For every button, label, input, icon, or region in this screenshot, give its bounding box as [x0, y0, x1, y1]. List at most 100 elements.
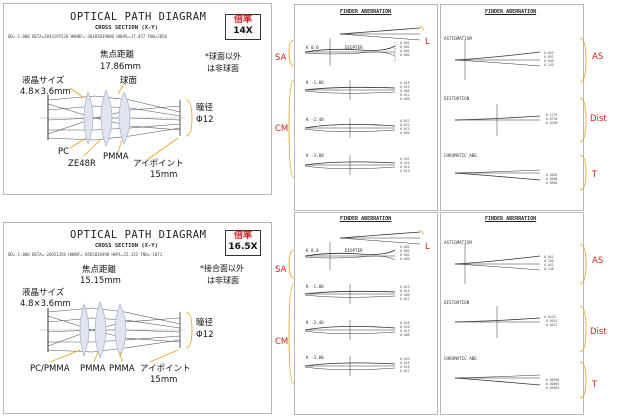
bottom-distortion-label: DISTORTION [444, 300, 470, 305]
bottom-sa-label: SA [275, 265, 287, 275]
svg-text:0.028: 0.028 [400, 321, 410, 325]
top-cm-plots [304, 80, 396, 175]
bottom-cm2-k-label: K -2.40 [306, 320, 324, 325]
svg-text:-0.1270: -0.1270 [544, 113, 558, 117]
svg-text:0.015: 0.015 [400, 85, 410, 89]
top-diagram-title: OPTICAL PATH DIAGRAM [70, 11, 207, 23]
svg-text:-0.0004: -0.0004 [544, 181, 558, 185]
bottom-cm-label: CM [275, 337, 289, 347]
top-aberration-right-panel [440, 4, 584, 211]
bottom-astigmatism-label: ASTIGMATISM [444, 240, 472, 245]
svg-text:0.019: 0.019 [400, 285, 410, 289]
svg-text:0.024: 0.024 [400, 161, 410, 165]
svg-text:0.010: 0.010 [400, 169, 410, 173]
bottom-material-pmma-2: PMMA [109, 364, 135, 374]
top-l-label: L [425, 37, 430, 47]
bottom-eyepoint-value: 15mm [150, 375, 178, 385]
bottom-eyepoint-label: アイポイント [140, 364, 191, 374]
svg-text:0.013: 0.013 [400, 329, 410, 333]
svg-text:0.018: 0.018 [400, 81, 410, 85]
top-orange-pointers [69, 83, 193, 161]
svg-text:0.148: 0.148 [544, 267, 554, 271]
top-magnification-value: 14X [233, 26, 253, 36]
top-right-finder-title: FINDER ABERRATION [485, 9, 537, 15]
top-sphere-label: 球面 [120, 76, 138, 86]
top-lcd-size-label: 液晶サイズ [22, 76, 65, 86]
svg-text:0.001: 0.001 [400, 245, 410, 249]
svg-text:0.002: 0.002 [400, 249, 410, 253]
top-cm1-k-label: K -1.00 [306, 80, 324, 85]
top-distortion-label: DISTORTION [444, 96, 470, 101]
top-cm2-k-label: K -2.40 [306, 117, 324, 122]
top-t-plot [454, 169, 541, 181]
svg-text:0.031: 0.031 [400, 157, 410, 161]
svg-text:0.008: 0.008 [400, 89, 410, 93]
bottom-cm3-k-label: K -3.00 [306, 355, 324, 360]
bottom-focal-length-label: 焦点距離 [82, 265, 117, 275]
svg-text:0.015: 0.015 [400, 165, 410, 169]
svg-text:0.033: 0.033 [400, 357, 410, 361]
top-sa-dioptr: DIOPTER [345, 45, 363, 50]
bottom-lcd-size-value: 4.8×3.6mm [20, 299, 71, 309]
svg-text:0.011: 0.011 [400, 297, 410, 301]
top-left-brackets [288, 25, 425, 179]
bottom-as-plot [454, 244, 541, 284]
top-aspheric-note-2: は非球面 [207, 64, 239, 73]
bottom-l-label: L [425, 242, 430, 252]
svg-text:0.097: 0.097 [544, 55, 554, 59]
svg-text:0.0420: 0.0420 [544, 315, 556, 319]
top-dist-plot [454, 104, 541, 136]
bottom-focal-length-value: 15.15mm [80, 276, 121, 286]
svg-text:0.001: 0.001 [400, 253, 410, 257]
svg-text:-0.0672: -0.0672 [544, 323, 558, 327]
svg-text:0.012: 0.012 [400, 127, 410, 131]
top-aberration-left-panel [294, 4, 438, 211]
svg-text:0.009: 0.009 [400, 293, 410, 297]
svg-text:0.001: 0.001 [400, 41, 410, 45]
svg-text:0.027: 0.027 [400, 119, 410, 123]
svg-text:0.145: 0.145 [544, 63, 554, 67]
bottom-magnification-box: 倍率 16.5X [225, 230, 261, 256]
svg-text:0.011: 0.011 [400, 369, 410, 373]
top-as-label: AS [592, 52, 604, 62]
svg-text:-0.0790: -0.0790 [544, 117, 558, 121]
top-t-label: T [592, 170, 598, 180]
top-l-plot [339, 27, 421, 41]
top-cross-section: CROSS SECTION (X-Y) [95, 25, 158, 31]
bottom-right-brackets [579, 243, 587, 399]
svg-text:-0.0581: -0.0581 [544, 319, 558, 323]
top-cm-label: CM [275, 124, 289, 134]
bottom-t-plot [454, 374, 541, 386]
top-lens-diagram [40, 89, 185, 147]
bottom-aberration-left-panel [294, 212, 438, 415]
bottom-sa-k-label: K 0.0 [306, 248, 319, 253]
top-as-plot [454, 40, 541, 80]
top-left-finder-title: FINDER ABERRATION [340, 9, 392, 15]
top-magnification-box: 倍率 14X [225, 14, 261, 40]
svg-text:0.040: 0.040 [544, 59, 554, 63]
bottom-sa-plot [304, 242, 396, 270]
bottom-cm-plots [304, 284, 396, 376]
bottom-pupil-value: Φ12 [196, 330, 214, 340]
svg-text:0.006: 0.006 [400, 97, 410, 101]
bottom-aberration-right-panel [440, 212, 584, 415]
svg-text:-0.00055: -0.00055 [544, 382, 559, 386]
bottom-lcd-size-label: 液晶サイズ [22, 288, 65, 298]
bottom-orange-pointers [49, 311, 193, 363]
top-dist-label: Dist [590, 114, 607, 124]
svg-text:0.012: 0.012 [400, 93, 410, 97]
top-sa-k-label: K 0.0 [306, 45, 319, 50]
top-pupil-value: Φ12 [196, 115, 214, 125]
top-focal-length-label: 焦点距離 [100, 50, 135, 60]
top-magnification-label: 倍率 [233, 15, 252, 25]
bottom-right-finder-title: FINDER ABERRATION [485, 216, 537, 222]
bottom-magnification-label: 倍率 [233, 231, 252, 241]
bottom-cross-section: CROSS SECTION (X-Y) [95, 243, 158, 249]
bottom-dist-plot [454, 306, 541, 338]
svg-text:0.001: 0.001 [400, 49, 410, 53]
